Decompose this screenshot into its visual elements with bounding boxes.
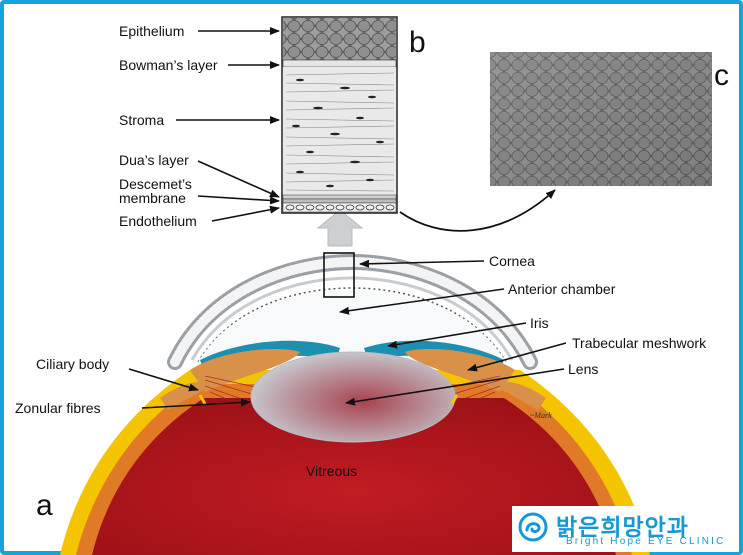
micrograph-link-arrow	[399, 189, 556, 232]
endothelium-micrograph	[490, 52, 712, 186]
stroma-layer	[283, 67, 396, 195]
artist-signature: ~Mark	[530, 411, 552, 420]
endothelial-cells	[285, 204, 395, 211]
clinic-logo-icon	[518, 512, 548, 542]
ciliary-fold-right	[491, 381, 546, 410]
label-cornea: Cornea	[489, 253, 535, 269]
label-lens: Lens	[568, 361, 598, 377]
label-epithelium: Epithelium	[119, 23, 184, 39]
clinic-logo-english: Bright Hope EYE CLINIC	[566, 536, 726, 547]
panel-letter-b: b	[409, 26, 426, 59]
panel-letter-a: a	[36, 489, 53, 522]
layer-label-arrows	[176, 27, 280, 222]
clinic-logo-korean: 밝은희망안과	[556, 515, 689, 541]
eye-cross-section: ~Mark	[60, 253, 650, 555]
clinic-logo: 밝은희망안과 Bright Hope EYE CLINIC	[512, 506, 739, 552]
zonular-fibres-left	[204, 375, 261, 425]
label-zonular-fibres: Zonular fibres	[15, 400, 101, 416]
endothelium-layer	[282, 202, 397, 213]
cornea-inner-dome	[190, 276, 514, 361]
vitreous-body	[92, 398, 616, 555]
label-trabecular-meshwork: Trabecular meshwork	[572, 335, 707, 351]
label-descemets-line2: membrane	[119, 190, 186, 206]
ciliary-body-left	[190, 349, 300, 392]
label-anterior-chamber: Anterior chamber	[508, 281, 616, 297]
panel-letter-c: c	[714, 59, 729, 92]
label-bowmans-layer: Bowman’s layer	[119, 57, 218, 73]
epithelium-layer	[283, 18, 396, 60]
label-stroma: Stroma	[119, 112, 164, 128]
ciliary-fold-left	[160, 381, 215, 410]
sclera-spur-left	[198, 394, 207, 405]
label-duas-layer: Dua’s layer	[119, 152, 189, 168]
eye-label-arrows	[128, 259, 567, 409]
cornea-sample-box	[323, 252, 355, 298]
keratocytes	[292, 78, 384, 188]
lens-body	[250, 351, 456, 443]
sclera-spur-right	[450, 394, 459, 405]
descemets-membrane	[282, 198, 397, 204]
bowmans-layer	[282, 59, 397, 68]
zoom-up-arrow	[316, 209, 364, 247]
corneal-layers-panel	[281, 16, 398, 214]
label-vitreous: Vitreous	[306, 463, 357, 479]
label-ciliary-body: Ciliary body	[36, 356, 109, 372]
duas-layer	[282, 194, 397, 200]
label-iris: Iris	[530, 315, 549, 331]
cornea-outer-dots	[170, 256, 535, 367]
stroma-fibres	[285, 72, 395, 192]
label-descemets-line1: Descemet’s	[119, 176, 192, 192]
label-endothelium: Endothelium	[119, 213, 197, 229]
